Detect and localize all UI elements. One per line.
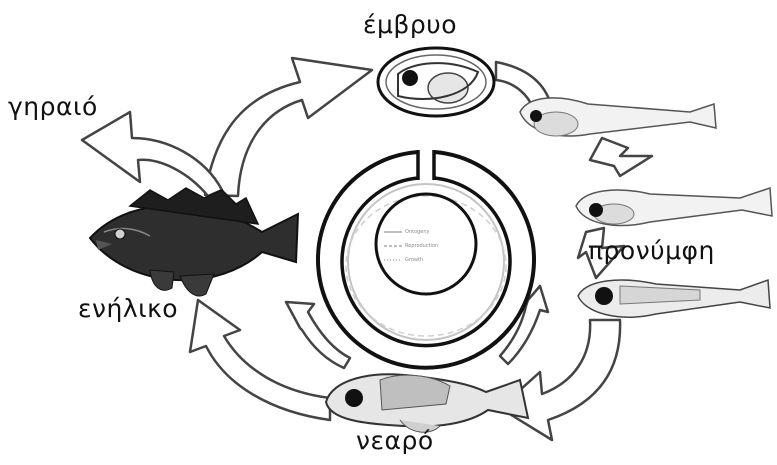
- label-prolarva: προνύμφη: [588, 236, 715, 265]
- arrow-to-old: [82, 112, 222, 196]
- larva-icon-prolarva: [576, 188, 772, 225]
- arrow-adult-to-embryo: [205, 58, 372, 196]
- inner-legend-reproduction: Reproduction: [405, 243, 438, 249]
- adult-fish-icon: [90, 188, 298, 296]
- inner-legend-ontogeny: Ontogeny: [405, 229, 430, 235]
- arrow-inner-right: [500, 286, 548, 364]
- label-juvenile: νεαρό: [356, 426, 434, 455]
- label-embryo: έμβρυο: [363, 10, 457, 39]
- larva-icon-yolk: [520, 98, 716, 136]
- inner-legend-growth: Growth: [405, 257, 423, 263]
- label-adult: ενήλικο: [78, 294, 178, 323]
- label-old: γηραιό: [8, 92, 98, 121]
- larva-icon-late: [578, 280, 770, 317]
- arrow-larva-to-prolarva: [590, 138, 652, 176]
- arrow-inner-left: [286, 302, 350, 368]
- central-ring: [318, 150, 534, 368]
- juvenile-fish-icon: [326, 374, 528, 432]
- fish-egg-icon: [378, 48, 494, 116]
